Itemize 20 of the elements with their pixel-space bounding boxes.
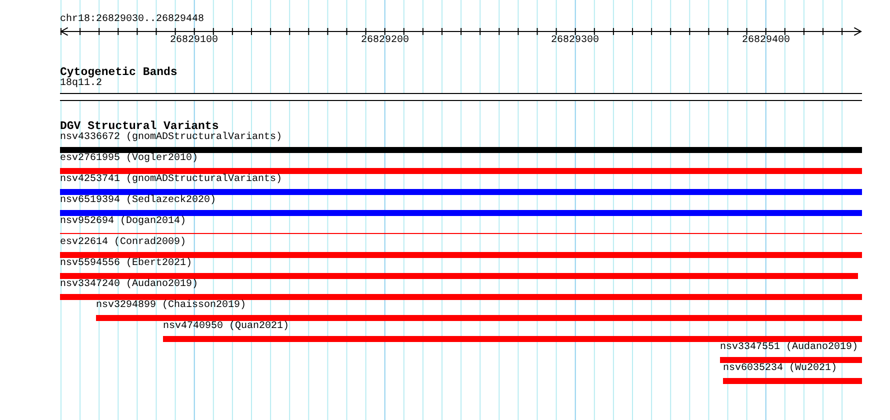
- location-label: chr18:26829030..26829448: [60, 15, 204, 25]
- variant-label: nsv4336672 (gnomADStructuralVariants): [60, 133, 282, 143]
- variant-label: nsv4740950 (Quan2021): [163, 322, 290, 332]
- variant-label: nsv3347551 (Audano2019): [720, 343, 858, 353]
- variant-label: esv2761995 (Vogler2010): [60, 154, 198, 164]
- band-label: 18q11.2: [60, 79, 102, 89]
- track-heading: Cytogenetic Bands: [60, 67, 178, 78]
- track-heading: DGV Structural Variants: [60, 121, 219, 132]
- variant-label: esv22614 (Conrad2009): [60, 238, 186, 248]
- variant-label: nsv5594556 (Ebert2021): [60, 259, 192, 269]
- variant-label: nsv3347240 (Audano2019): [60, 280, 198, 290]
- tick-label: 26829300: [551, 36, 600, 46]
- variant-label: nsv3294899 (Chaisson2019): [96, 301, 246, 311]
- tick-label: 26829100: [170, 36, 218, 46]
- tick-label: 26829400: [742, 36, 790, 46]
- variant-label: nsv6035234 (Wu2021): [723, 364, 838, 374]
- variant-label: nsv4253741 (gnomADStructuralVariants): [60, 175, 282, 185]
- variant-label: nsv952694 (Dogan2014): [60, 217, 186, 227]
- tick-label: 26829200: [361, 36, 410, 46]
- variant-label: nsv6519394 (Sedlazeck2020): [60, 196, 216, 206]
